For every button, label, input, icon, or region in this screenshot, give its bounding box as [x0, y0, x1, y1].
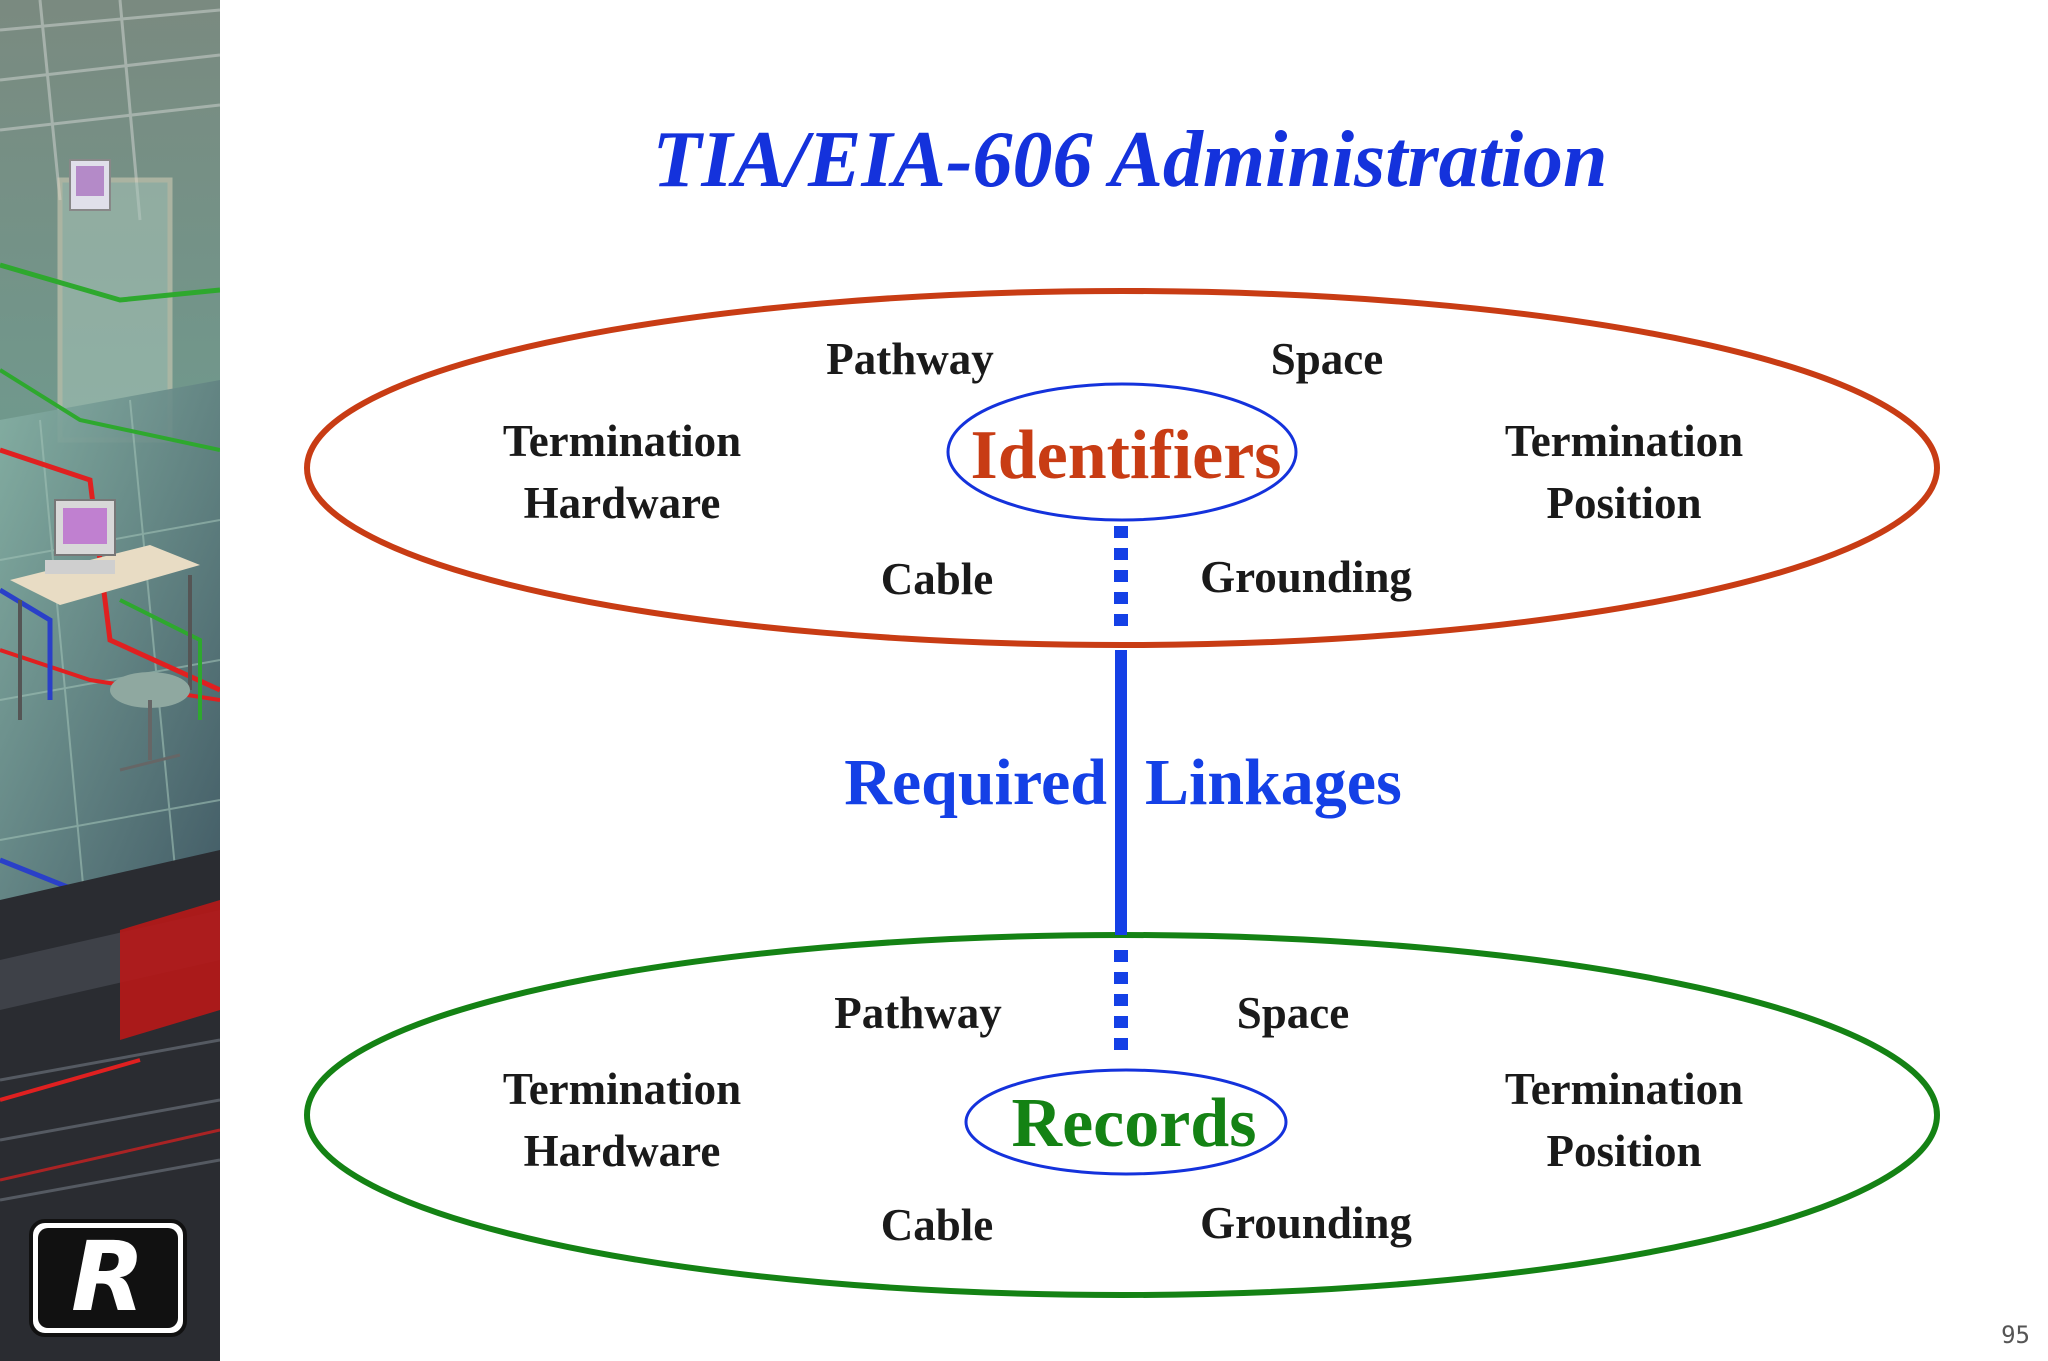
identifiers-termination-position-line2: Position [1546, 478, 1701, 528]
records-center-ring [964, 1068, 1288, 1176]
identifiers-termination-position-line1: Termination [1505, 416, 1743, 466]
records-space: Space [1237, 988, 1350, 1038]
dotted-link-bottom [1114, 950, 1128, 1050]
records-termination-position-line2: Position [1546, 1126, 1701, 1176]
identifiers-grounding: Grounding [1200, 552, 1412, 602]
identifiers-cable: Cable [881, 554, 994, 604]
records-grounding: Grounding [1200, 1198, 1412, 1248]
company-logo: R [28, 1218, 188, 1338]
sidebar-photo: R [0, 0, 220, 1361]
dotted-link-top [1114, 526, 1128, 626]
r-logo-icon: R [29, 1219, 187, 1337]
records-cable: Cable [881, 1200, 994, 1250]
identifiers-termination-hardware-line2: Hardware [524, 478, 721, 528]
linkage-word-required: Required [844, 746, 1107, 819]
identifiers-termination-hardware-line1: Termination [503, 416, 741, 466]
identifiers-ellipse [304, 288, 1940, 648]
records-termination-position-line1: Termination [1505, 1064, 1743, 1114]
logo-letter: R [71, 1221, 145, 1333]
identifiers-center-ring [946, 382, 1298, 522]
identifiers-space: Space [1271, 334, 1384, 384]
solid-link-line [1115, 650, 1127, 935]
slide-title: TIA/EIA-606 Administration [652, 116, 1608, 204]
records-termination-hardware-line1: Termination [503, 1064, 741, 1114]
identifiers-label: Identifiers [970, 417, 1281, 494]
records-label: Records [1012, 1085, 1257, 1162]
linkage-word-linkages: Linkages [1145, 746, 1402, 819]
records-termination-hardware-line2: Hardware [524, 1126, 721, 1176]
identifiers-pathway: Pathway [826, 334, 994, 384]
records-pathway: Pathway [834, 988, 1002, 1038]
page-number: 95 [2001, 1321, 2030, 1349]
